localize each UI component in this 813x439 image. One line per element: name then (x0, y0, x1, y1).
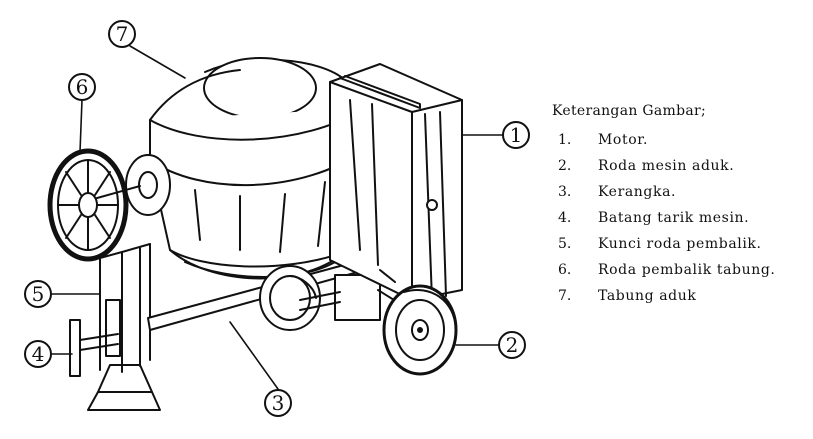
callout-7: 7 (108, 20, 136, 48)
drum-support-wheel (259, 265, 321, 331)
callout-7-label: 7 (116, 22, 129, 46)
legend-item: 4. Batang tarik mesin. (552, 205, 775, 231)
callout-1: 1 (502, 121, 530, 149)
legend-title: Keterangan Gambar; (552, 103, 707, 119)
leader-line-6 (79, 99, 83, 153)
callout-6: 6 (68, 73, 96, 101)
legend-item: 3. Kerangka. (552, 179, 775, 205)
legend-item-label: Tabung aduk (598, 288, 697, 304)
legend-item: 5. Kunci roda pembalik. (552, 231, 775, 257)
legend-item: 2. Roda mesin aduk. (552, 153, 775, 179)
main-wheel (382, 284, 458, 376)
callout-6-label: 6 (76, 75, 89, 99)
legend-item-number: 4. (558, 210, 572, 226)
callout-5: 5 (24, 280, 52, 308)
callout-4-label: 4 (32, 342, 45, 366)
legend-item: 1. Motor. (552, 127, 775, 153)
legend: Keterangan Gambar; 1. Motor. 2. Roda mes… (552, 98, 775, 309)
main-frame-bar (147, 261, 359, 331)
callout-5-label: 5 (32, 282, 45, 306)
legend-item-label: Kerangka. (598, 184, 677, 200)
leader-lines (51, 45, 504, 390)
legend-item-number: 2. (558, 158, 572, 174)
tilt-handwheel (47, 148, 129, 262)
legend-item-label: Roda pembalik tabung. (598, 262, 776, 278)
callout-3-label: 3 (272, 391, 285, 415)
legend-item-number: 7. (558, 288, 572, 304)
callout-2: 2 (498, 331, 526, 359)
legend-item-number: 1. (558, 132, 572, 148)
callout-1-label: 1 (510, 123, 523, 147)
mixing-drum (149, 57, 367, 280)
legend-item-number: 5. (558, 236, 572, 252)
legend-item-label: Batang tarik mesin. (598, 210, 750, 226)
callout-3: 3 (264, 389, 292, 417)
frame-left-post (99, 243, 151, 373)
tow-handle (69, 319, 119, 377)
legend-item: 6. Roda pembalik tabung. (552, 257, 775, 283)
legend-item-number: 3. (558, 184, 572, 200)
leader-line-7 (129, 45, 186, 79)
legend-item-label: Motor. (598, 132, 649, 148)
frame-base-foot (87, 364, 161, 411)
callout-4: 4 (24, 340, 52, 368)
leader-line-3 (229, 321, 279, 390)
legend-item-label: Kunci roda pembalik. (598, 236, 762, 252)
legend-item-label: Roda mesin aduk. (598, 158, 735, 174)
motor-housing (329, 63, 463, 301)
legend-item: 7. Tabung aduk (552, 283, 775, 309)
legend-item-number: 6. (558, 262, 572, 278)
callout-2-label: 2 (506, 333, 519, 357)
